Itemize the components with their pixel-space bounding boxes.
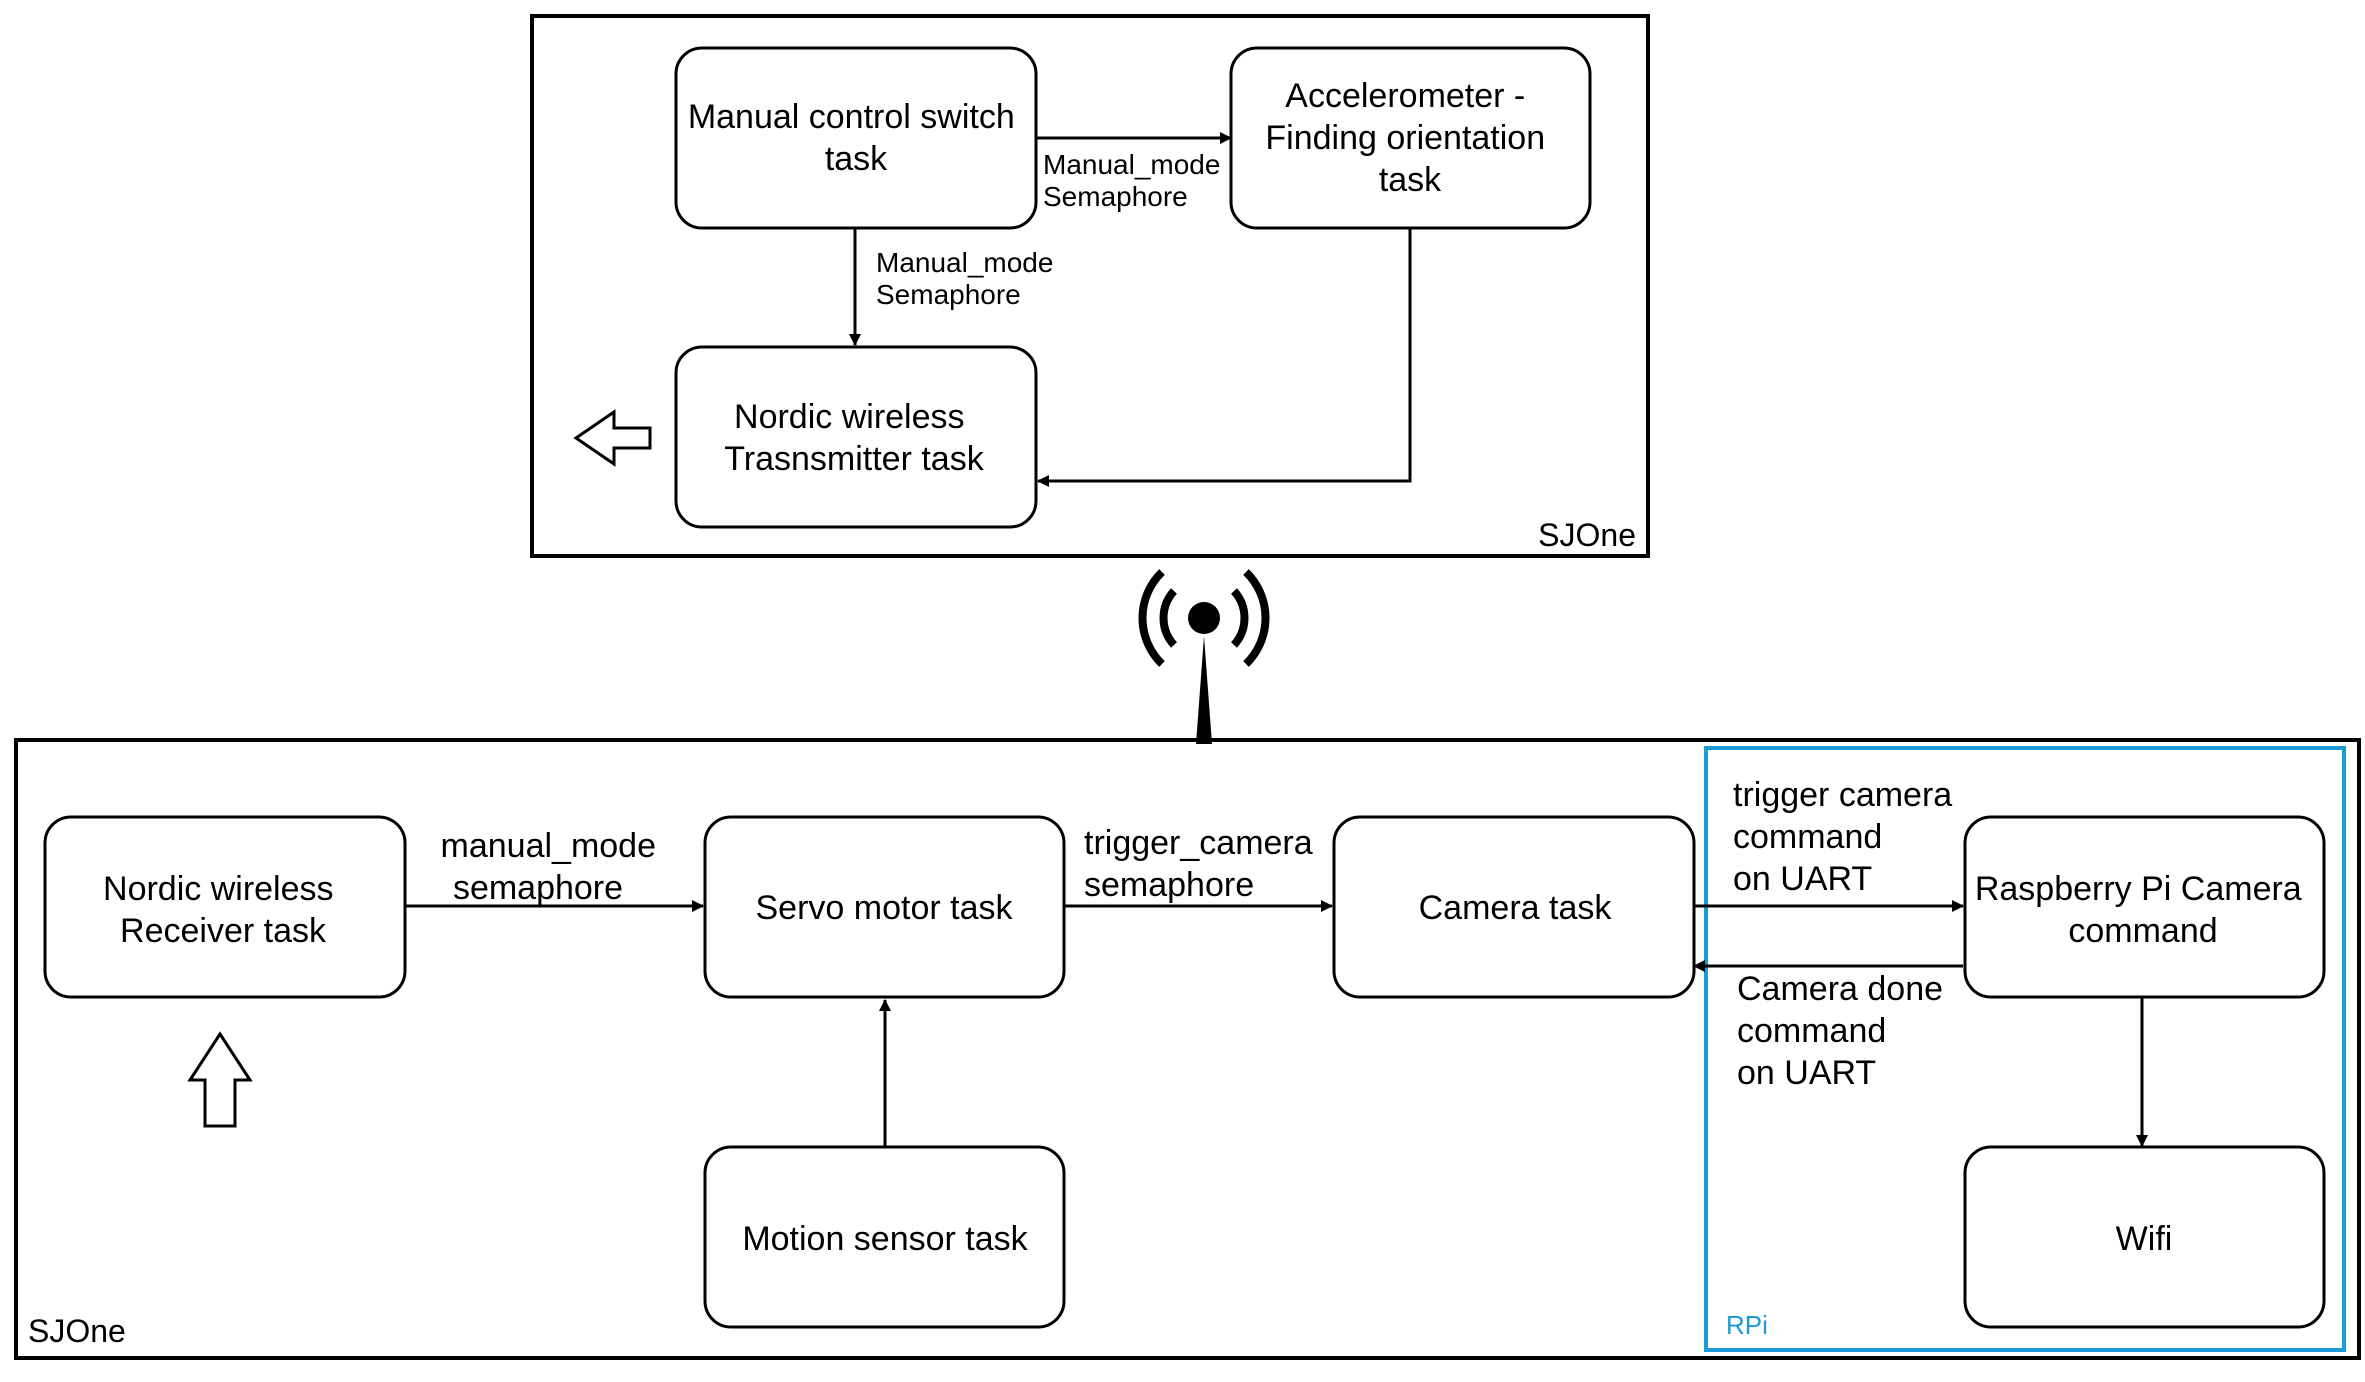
label-rpi-to-camera: Camera done command on UART xyxy=(1737,970,1952,1092)
edges xyxy=(405,132,2148,1147)
bottom-frame-label: SJOne xyxy=(28,1313,126,1349)
svg-text:Camera task: Camera task xyxy=(1419,889,1613,927)
label-receiver-to-servo: manual_mode semaphore xyxy=(441,827,666,907)
svg-text:Accelerometer - Finding: Accelerometer - Finding orientation task xyxy=(1265,77,1554,199)
edge-accelerometer-to-transmitter xyxy=(1037,228,1412,487)
rpi-frame-label: RPi xyxy=(1726,1310,1768,1340)
label-switch-to-accelerometer: Manual_mode Semaphore xyxy=(1043,149,1228,212)
wireless-antenna-icon xyxy=(1138,569,1270,744)
node-nordic-transmitter: Nordic wireless Trasnsmitter task xyxy=(674,345,1038,529)
svg-text:Nordic wireless Trasnsmi: Nordic wireless Trasnsmitter task xyxy=(724,398,984,478)
bottom-sjone-frame xyxy=(14,738,2361,1360)
svg-text:Motion sensor task: Motion sensor task xyxy=(742,1220,1028,1258)
svg-text:Wifi: Wifi xyxy=(2116,1220,2173,1258)
label-switch-to-transmitter: Manual_mode Semaphore xyxy=(876,247,1061,310)
node-nordic-receiver: Nordic wireless Receiver task xyxy=(43,815,407,999)
arrow-up-icon xyxy=(187,1031,253,1128)
node-camera: Camera task xyxy=(1332,815,1696,999)
node-raspberry-pi-camera: Raspberry Pi Camera command xyxy=(1963,815,2326,999)
top-sjone-frame xyxy=(530,14,1650,558)
node-manual-control-switch: Manual control switch task xyxy=(674,46,1038,230)
node-wifi: Wifi xyxy=(1963,1145,2326,1329)
label-camera-to-rpi: trigger camera command on UART xyxy=(1733,776,1962,898)
svg-text:Servo motor task: Servo motor task xyxy=(756,889,1014,927)
svg-text:Manual control switch ta: Manual control switch task xyxy=(688,98,1024,178)
svg-text:Nordic wireless Receiver: Nordic wireless Receiver task xyxy=(103,870,343,950)
svg-text:Raspberry Pi Camera comm: Raspberry Pi Camera command xyxy=(1975,870,2311,950)
node-accelerometer: Accelerometer - Finding orientation task xyxy=(1229,46,1592,230)
node-motion-sensor: Motion sensor task xyxy=(703,1145,1066,1329)
node-servo-motor: Servo motor task xyxy=(703,815,1066,999)
top-frame-label: SJOne xyxy=(1538,517,1636,553)
arrow-left-icon xyxy=(573,409,652,467)
label-servo-to-camera: trigger_camera semaphore xyxy=(1084,824,1322,904)
rpi-frame xyxy=(1704,746,2346,1352)
